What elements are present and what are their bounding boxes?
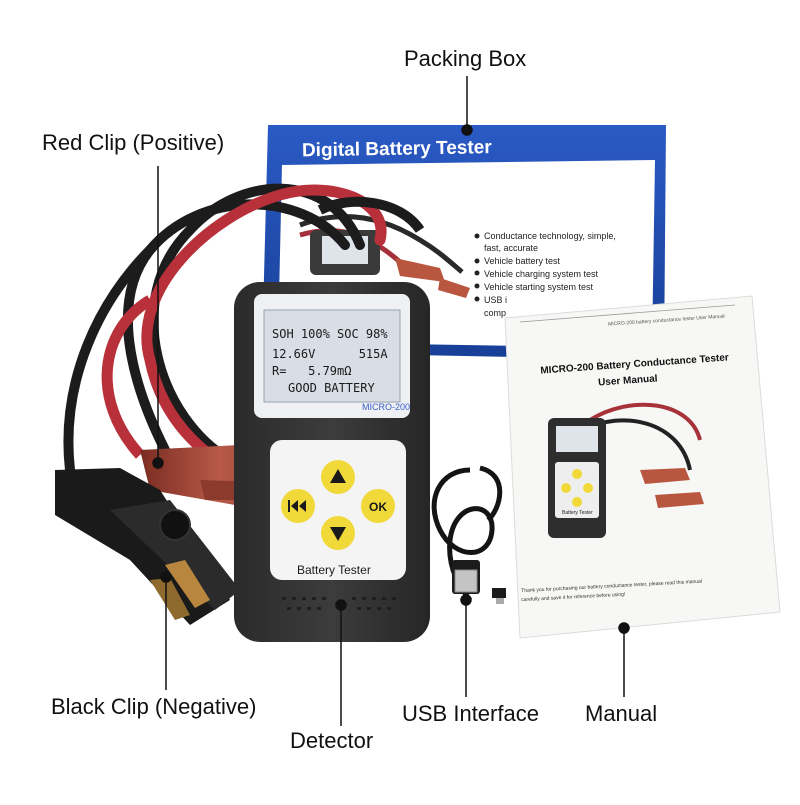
detector-label: Detector [290,728,374,753]
box-feature: Conductance technology, simple, [484,231,616,241]
ok-button[interactable]: OK [361,489,395,523]
user-manual: MICRO-200 battery conductance tester Use… [504,295,781,639]
skip-back-icon [288,500,306,512]
manual-label: Manual [585,701,658,726]
box-feature: comp [484,308,506,318]
up-arrow-button[interactable] [321,460,355,494]
box-feature: USB i [484,295,507,305]
manual-footer: carefully and save it for reference befo… [521,592,625,603]
usb-interface-label: USB Interface [402,701,539,726]
box-feature: Vehicle starting system test [484,282,594,292]
lcd-line: R= 5.79mΩ [272,364,351,378]
box-features: Conductance technology, simple, fast, ac… [474,231,616,318]
black-clip-dot [160,571,172,583]
back-button[interactable] [281,489,315,523]
red-clip-label: Red Clip (Positive) [42,130,225,155]
lcd-line: SOH 100% SOC 98% [272,327,388,341]
lcd-screen: SOH 100% SOC 98% 12.66V 515A R= 5.79mΩ G… [272,327,388,395]
packing-box-dot [461,124,473,136]
usb-cable [431,465,506,604]
black-clip-label: Black Clip (Negative) [51,694,257,719]
down-arrow-icon [330,527,346,541]
red-clip-dot [152,457,164,469]
speaker-grille [282,597,396,610]
device-name-label: Battery Tester [297,563,371,577]
down-arrow-button[interactable] [321,516,355,550]
packing-box-label: Packing Box [404,46,527,71]
model-label: MICRO-200 [362,402,410,412]
manual-subtitle: User Manual [598,373,658,388]
usb-dot [460,594,472,606]
black-clip [55,468,240,625]
detector-dot [335,599,347,611]
leader-lines [152,76,630,726]
box-feature: Vehicle charging system test [484,269,599,279]
box-feature: Vehicle battery test [484,256,561,266]
up-arrow-icon [330,469,346,483]
manual-mini-label: Battery Tester [562,510,593,516]
box-feature: fast, accurate [484,243,538,253]
test-cables [63,183,425,471]
lcd-line: 12.66V 515A [272,347,388,361]
ok-label: OK [369,500,387,514]
box-title: Digital Battery Tester [302,137,493,161]
lcd-line: GOOD BATTERY [288,381,375,395]
detector-device: SOH 100% SOC 98% 12.66V 515A R= 5.79mΩ G… [234,282,430,642]
manual-dot [618,622,630,634]
